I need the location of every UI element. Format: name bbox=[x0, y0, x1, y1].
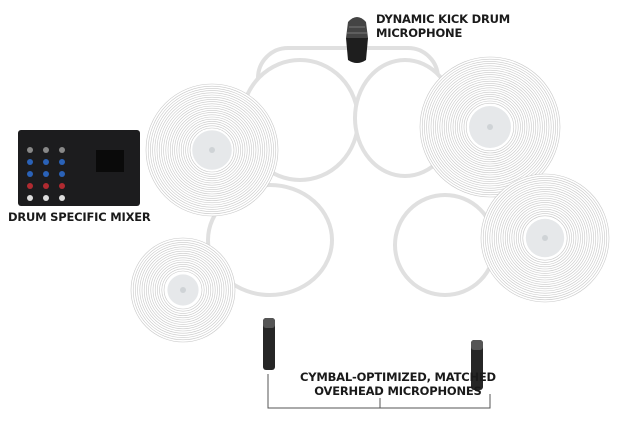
overhead-mics-label: CYMBAL-OPTIMIZED, MATCHED OVERHEAD MICRO… bbox=[300, 370, 496, 398]
overhead-mic-right bbox=[471, 340, 483, 390]
cymbal-crash-right bbox=[480, 173, 610, 303]
cymbal-ride bbox=[419, 56, 561, 198]
mixer-label: DRUM SPECIFIC MIXER bbox=[8, 210, 151, 224]
kick-mic-label-line-1: DYNAMIC KICK DRUM bbox=[376, 12, 511, 26]
mixer-knob bbox=[27, 159, 33, 165]
floor-tom bbox=[393, 193, 497, 297]
mixer-knob bbox=[43, 183, 49, 189]
cymbal-crash-left bbox=[145, 83, 279, 217]
mixer-knob bbox=[43, 147, 49, 153]
kick-mic-label-line-2: MICROPHONE bbox=[376, 26, 463, 40]
mixer-knob bbox=[59, 171, 65, 177]
drum-mixer bbox=[18, 130, 140, 206]
cymbal-hihat bbox=[130, 237, 236, 343]
mixer-knob bbox=[43, 159, 49, 165]
cymbals bbox=[130, 56, 610, 343]
overhead-bracket bbox=[267, 374, 491, 409]
mixer-knob bbox=[27, 171, 33, 177]
drum-shells bbox=[206, 46, 497, 297]
mixer-knob bbox=[59, 159, 65, 165]
mixer-knob bbox=[27, 195, 33, 201]
mixer-knob bbox=[27, 183, 33, 189]
mixer-knob bbox=[59, 183, 65, 189]
overhead-label-line-1: CYMBAL-OPTIMIZED, MATCHED bbox=[300, 370, 496, 384]
mixer-knob bbox=[43, 195, 49, 201]
mixer-knob bbox=[27, 147, 33, 153]
mixer-knob bbox=[59, 195, 65, 201]
mixer-knob bbox=[43, 171, 49, 177]
snare-drum bbox=[206, 183, 334, 297]
kick-mic-label: DYNAMIC KICK DRUM MICROPHONE bbox=[376, 12, 510, 40]
mixer-display bbox=[96, 150, 124, 172]
overhead-mic-left bbox=[263, 318, 275, 370]
overhead-label-line-2: OVERHEAD MICROPHONES bbox=[314, 384, 482, 398]
mixer-knob bbox=[59, 147, 65, 153]
kick-drum-microphone bbox=[346, 17, 368, 63]
